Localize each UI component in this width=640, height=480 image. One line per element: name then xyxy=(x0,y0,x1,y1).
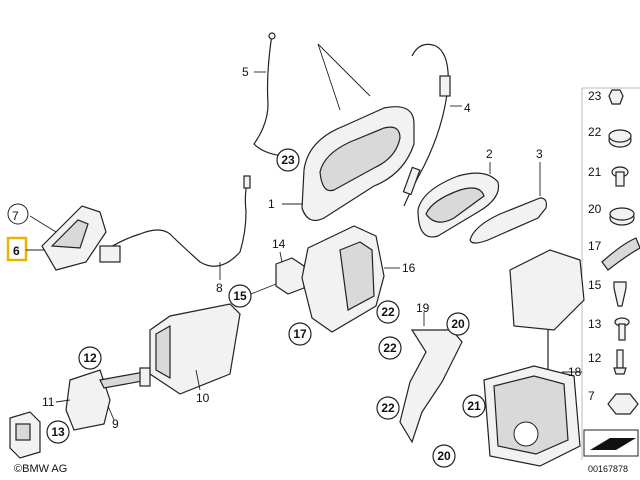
part-4-bowden-cable: 4 xyxy=(402,43,471,207)
label-11: 11 xyxy=(42,395,55,409)
label-18: 18 xyxy=(568,365,582,379)
callout-15: 15 xyxy=(228,283,277,308)
callout-17: 17 xyxy=(288,322,312,346)
screw-icon xyxy=(613,281,627,307)
callout-22-a: 22 xyxy=(376,300,400,324)
sidebar-label-12: 12 xyxy=(588,351,602,365)
part-11-label: 11 xyxy=(42,395,71,409)
part-16-lock-actuator: 16 xyxy=(301,225,416,333)
callout-12: 12 xyxy=(78,346,102,370)
label-2: 2 xyxy=(486,147,493,161)
svg-text:23: 23 xyxy=(281,153,295,167)
small-parts-sidebar: 23 22 21 20 17 15 13 12 7 00167878 xyxy=(581,87,640,474)
label-14: 14 xyxy=(272,237,286,251)
door-check-mount xyxy=(9,411,41,459)
part-8-cable: 8 xyxy=(99,175,251,295)
svg-text:22: 22 xyxy=(381,401,395,415)
diagram-reference-number: 00167878 xyxy=(588,464,628,474)
sidebar-label-21: 21 xyxy=(588,165,602,179)
part-3-door-handle: 3 xyxy=(469,147,547,244)
sidebar-label-22: 22 xyxy=(588,125,602,139)
part-9-door-check: 9 xyxy=(65,367,151,431)
label-7: 7 xyxy=(12,209,19,223)
svg-text:22: 22 xyxy=(381,305,395,319)
part-14-bracket: 14 xyxy=(272,237,305,295)
part-1-handle-carrier: 1 xyxy=(268,43,415,221)
callout-21: 21 xyxy=(462,394,486,418)
label-9: 9 xyxy=(112,417,119,431)
callout-20-b: 20 xyxy=(432,444,456,468)
label-4: 4 xyxy=(464,101,471,115)
label-6-highlight[interactable]: 6 xyxy=(6,236,44,262)
label-8: 8 xyxy=(216,281,223,295)
part-5-cable-rod: 5 xyxy=(242,32,285,157)
label-10: 10 xyxy=(196,391,210,405)
svg-text:15: 15 xyxy=(233,289,247,303)
clip-icon xyxy=(608,89,624,105)
part-2-handle-cover: 2 xyxy=(417,147,500,238)
label-16: 16 xyxy=(402,261,416,275)
svg-text:17: 17 xyxy=(293,327,307,341)
sidebar-label-7: 7 xyxy=(588,389,595,403)
direction-arrow-icon xyxy=(590,438,636,450)
label-1: 1 xyxy=(268,197,275,211)
bellows-icon xyxy=(601,237,640,271)
sidebar-label-23: 23 xyxy=(588,89,602,103)
label-6: 6 xyxy=(13,244,20,258)
svg-text:12: 12 xyxy=(83,351,97,365)
label-3: 3 xyxy=(536,147,543,161)
svg-text:20: 20 xyxy=(437,449,451,463)
callout-13: 13 xyxy=(46,420,70,444)
callout-20-a: 20 xyxy=(446,312,470,336)
part-18-door-lock: 18 xyxy=(483,249,585,467)
part-19-bracket: 19 xyxy=(399,301,463,444)
svg-text:22: 22 xyxy=(383,341,397,355)
callout-22-c: 22 xyxy=(376,396,400,420)
label-5: 5 xyxy=(242,65,249,79)
part-7-inner-handle: 7 xyxy=(7,203,107,271)
svg-text:21: 21 xyxy=(467,399,481,413)
sidebar-label-13: 13 xyxy=(588,317,602,331)
copyright-text: ©BMW AG xyxy=(14,463,67,475)
sidebar-label-17: 17 xyxy=(588,239,602,253)
sidebar-label-20: 20 xyxy=(588,202,602,216)
nut-icon xyxy=(607,393,639,415)
label-19: 19 xyxy=(416,301,430,315)
part-10-check-housing: 10 xyxy=(149,303,241,405)
callout-23: 23 xyxy=(276,148,300,172)
svg-text:20: 20 xyxy=(451,317,465,331)
sidebar-label-15: 15 xyxy=(588,278,602,292)
svg-text:13: 13 xyxy=(51,425,65,439)
callout-22-b: 22 xyxy=(378,336,402,360)
pin-icon xyxy=(616,349,624,369)
